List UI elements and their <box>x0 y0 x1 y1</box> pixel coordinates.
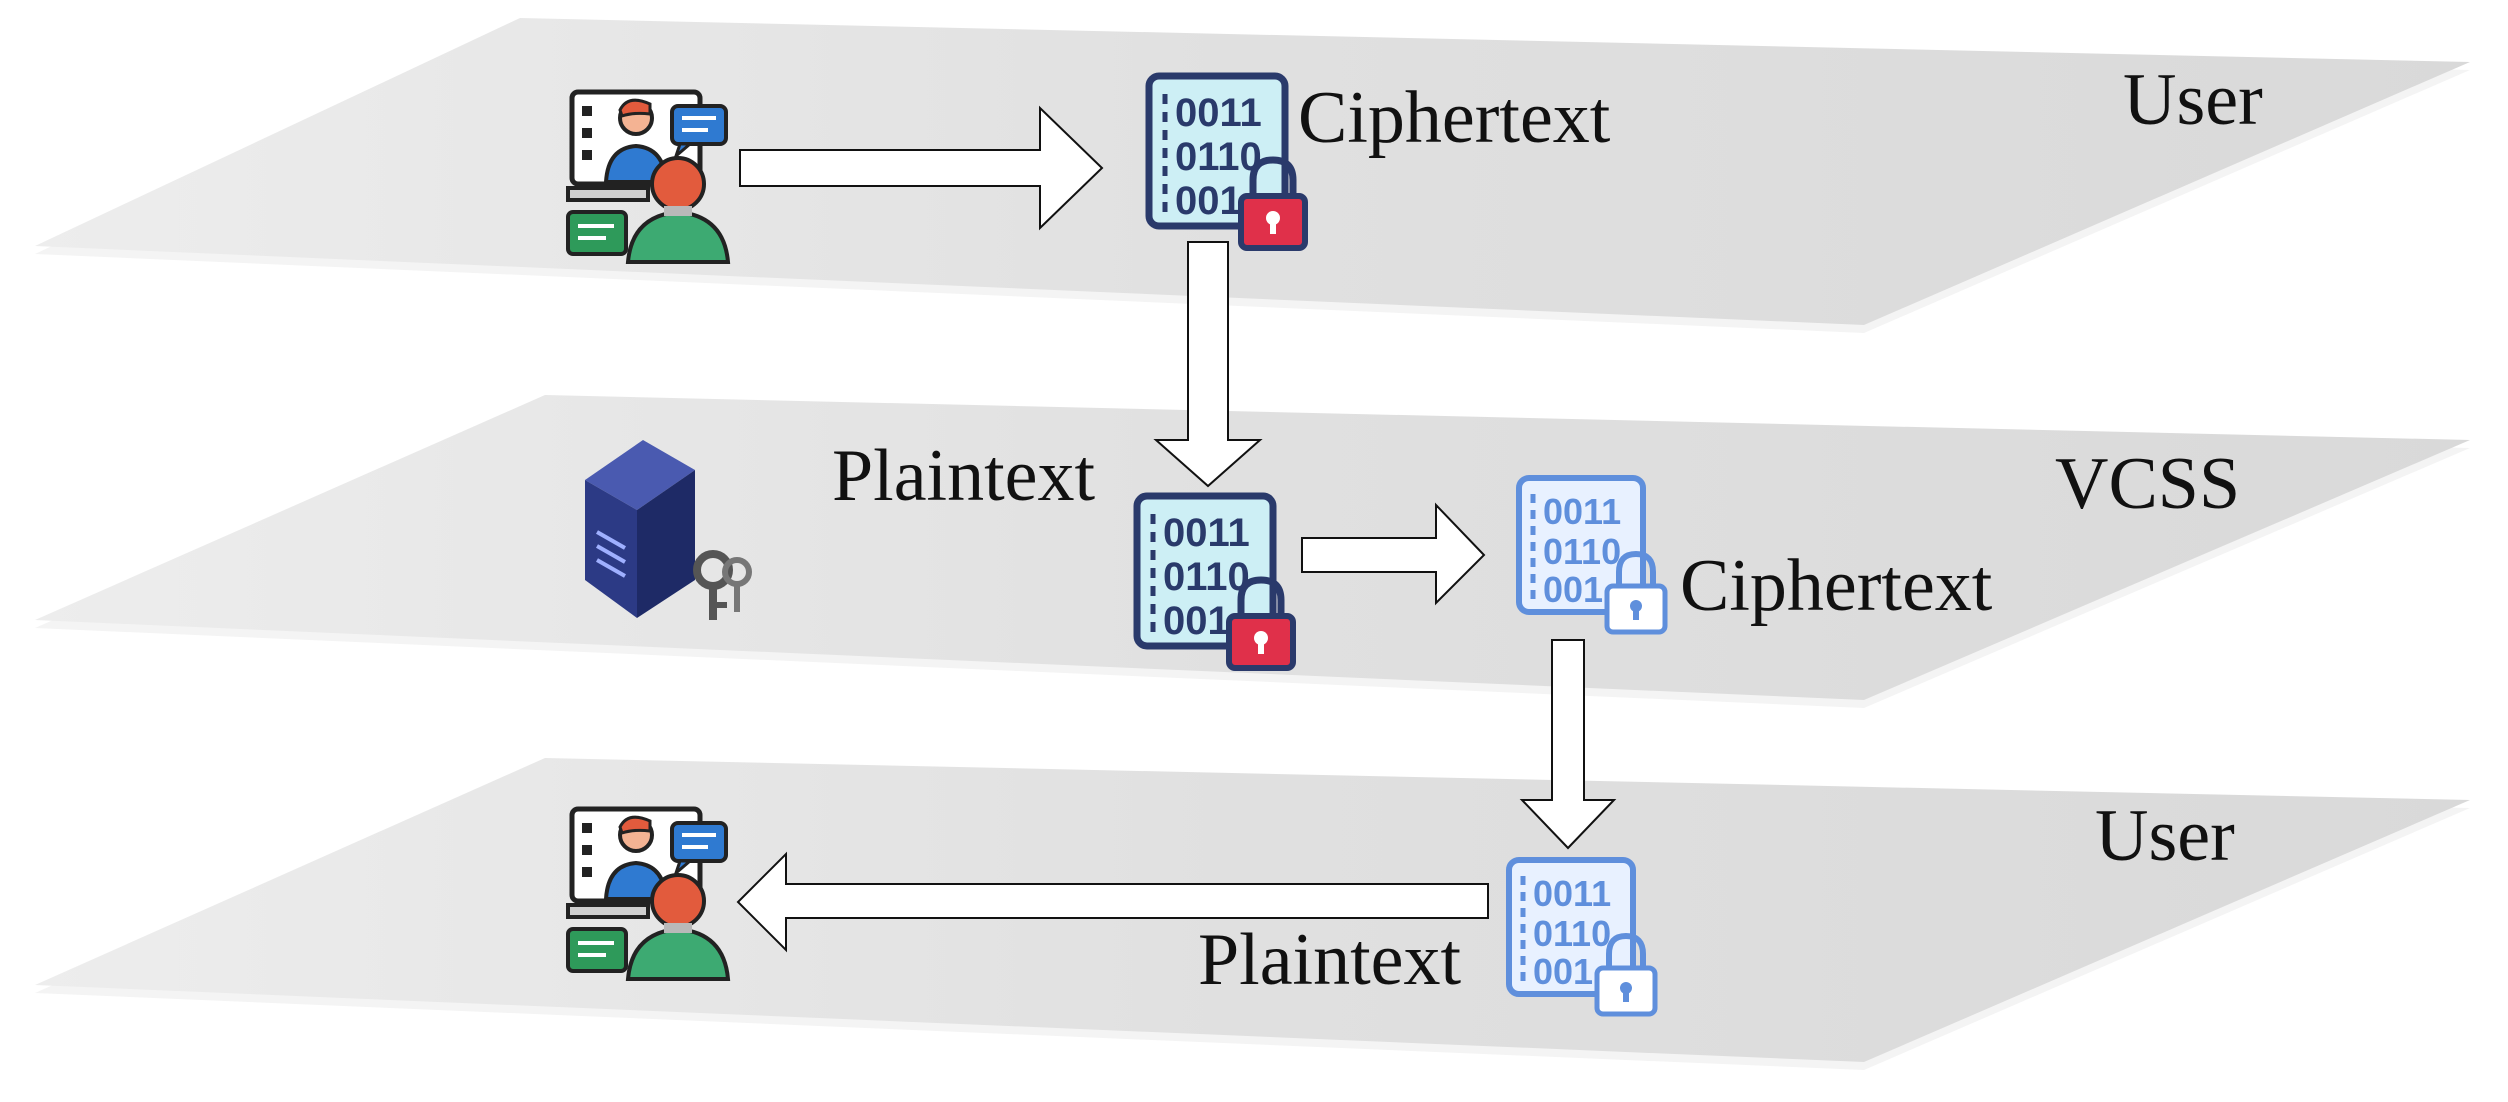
layer-label-middle: VCSS <box>2055 443 2240 525</box>
plaintext-label-middle: Plaintext <box>832 435 1096 517</box>
arrow-left-bottom <box>736 851 1489 953</box>
binary-lock-light-icon-bottom <box>1509 860 1655 1014</box>
binary-lock-icon <box>1149 76 1305 248</box>
binary-lock-icon-middle <box>1137 496 1293 668</box>
layer-label-top: User <box>2123 59 2263 141</box>
server-key-icon <box>585 440 752 620</box>
plaintext-label-bottom: Plaintext <box>1198 919 1462 1001</box>
user-chat-icon-bottom <box>568 809 728 979</box>
binary-lock-light-icon <box>1519 478 1665 632</box>
arrow-right-top <box>739 105 1104 231</box>
arrow-right-middle <box>1301 502 1486 606</box>
arrow-down-2 <box>1519 639 1617 850</box>
ciphertext-label-top: Ciphertext <box>1298 77 1611 159</box>
user-chat-icon <box>568 92 728 262</box>
arrow-down-1 <box>1153 241 1263 488</box>
layer-label-bottom: User <box>2095 795 2235 877</box>
ciphertext-label-middle: Ciphertext <box>1680 545 1993 627</box>
